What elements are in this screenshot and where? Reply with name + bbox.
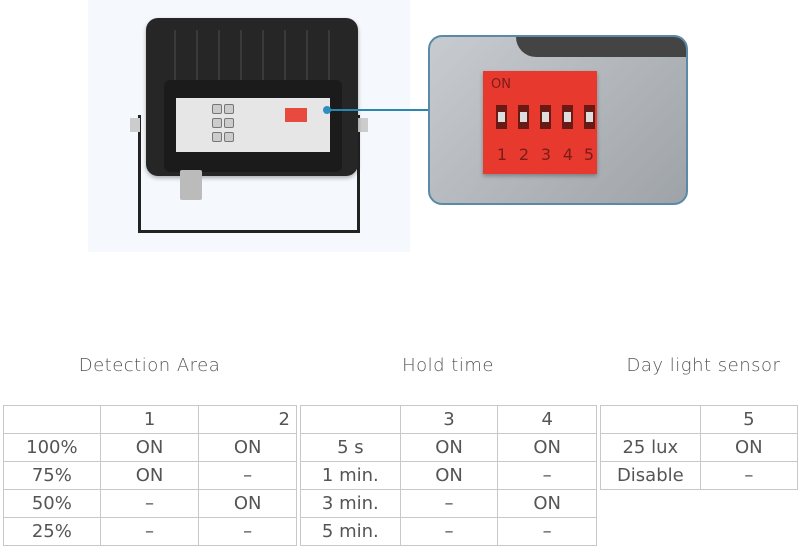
table-row: 5 min.–– <box>300 517 597 546</box>
value-cell: ON <box>497 489 597 518</box>
value-cell: – <box>99 489 200 518</box>
dip-on-label: ON <box>491 77 511 92</box>
dip-switch-zoom-inset <box>428 35 688 205</box>
table-row: 25%–– <box>3 517 297 546</box>
value-cell: – <box>198 517 297 546</box>
row-label-cell: 50% <box>3 489 101 518</box>
table-header-row: 5 <box>600 405 799 434</box>
header-cell <box>600 405 701 434</box>
row-label-cell: Disable <box>600 461 701 490</box>
value-cell: – <box>497 517 597 546</box>
row-label-cell: 1 min. <box>300 461 401 490</box>
value-cell: – <box>399 489 499 518</box>
table-row: 1 min.ON– <box>300 461 597 490</box>
value-cell: ON <box>198 489 297 518</box>
dip-switch-small <box>285 108 307 122</box>
mounting-bracket <box>138 115 360 233</box>
bracket-knob-left <box>130 118 140 132</box>
value-cell: ON <box>399 461 499 490</box>
table-row: Disable– <box>600 461 799 490</box>
header-cell: 5 <box>699 405 799 434</box>
dip-number: 3 <box>540 145 552 164</box>
value-cell: ON <box>198 433 297 462</box>
cable-gland <box>180 170 202 200</box>
row-label-cell: 25 lux <box>600 433 701 462</box>
value-cell: – <box>99 517 200 546</box>
header-cell <box>300 405 401 434</box>
value-cell: ON <box>699 433 799 462</box>
header-cell: 1 <box>99 405 200 434</box>
detection-area-title: Detection Area <box>78 355 221 376</box>
row-label-cell: 100% <box>3 433 101 462</box>
value-cell: – <box>198 461 297 490</box>
row-label-cell: 3 min. <box>300 489 401 518</box>
bracket-knob-right <box>358 118 368 132</box>
dip-switch-4 <box>562 105 573 129</box>
dip-switch-2 <box>518 105 529 129</box>
dip-switch-5 <box>584 105 595 129</box>
value-cell: – <box>399 517 499 546</box>
dip-number: 5 <box>583 145 595 164</box>
table-row: 50%–ON <box>3 489 297 518</box>
value-cell: – <box>497 461 597 490</box>
table-row: 3 min.–ON <box>300 489 597 518</box>
dip-number: 1 <box>496 145 508 164</box>
day-light-sensor-title: Day light sensor <box>626 355 781 376</box>
dip-number: 2 <box>518 145 530 164</box>
header-cell: 2 <box>198 405 297 434</box>
row-label-cell: 5 s <box>300 433 401 462</box>
row-label-cell: 5 min. <box>300 517 401 546</box>
row-label-cell: 75% <box>3 461 101 490</box>
value-cell: ON <box>497 433 597 462</box>
callout-dot <box>323 106 331 114</box>
dip-switch-1 <box>496 105 507 129</box>
dip-number: 4 <box>562 145 574 164</box>
callout-line <box>331 109 431 111</box>
row-label-cell: 25% <box>3 517 101 546</box>
value-cell: ON <box>99 433 200 462</box>
header-cell: 3 <box>399 405 499 434</box>
hold-time-title: Hold time <box>402 355 494 376</box>
value-cell: ON <box>99 461 200 490</box>
table-row: 75%ON– <box>3 461 297 490</box>
header-cell <box>3 405 101 434</box>
dip-switch: ON 1 2 3 4 5 <box>483 71 597 174</box>
value-cell: – <box>699 461 799 490</box>
header-cell: 4 <box>497 405 597 434</box>
junction-box-interior <box>176 98 330 152</box>
value-cell: ON <box>399 433 499 462</box>
dip-switch-3 <box>540 105 551 129</box>
